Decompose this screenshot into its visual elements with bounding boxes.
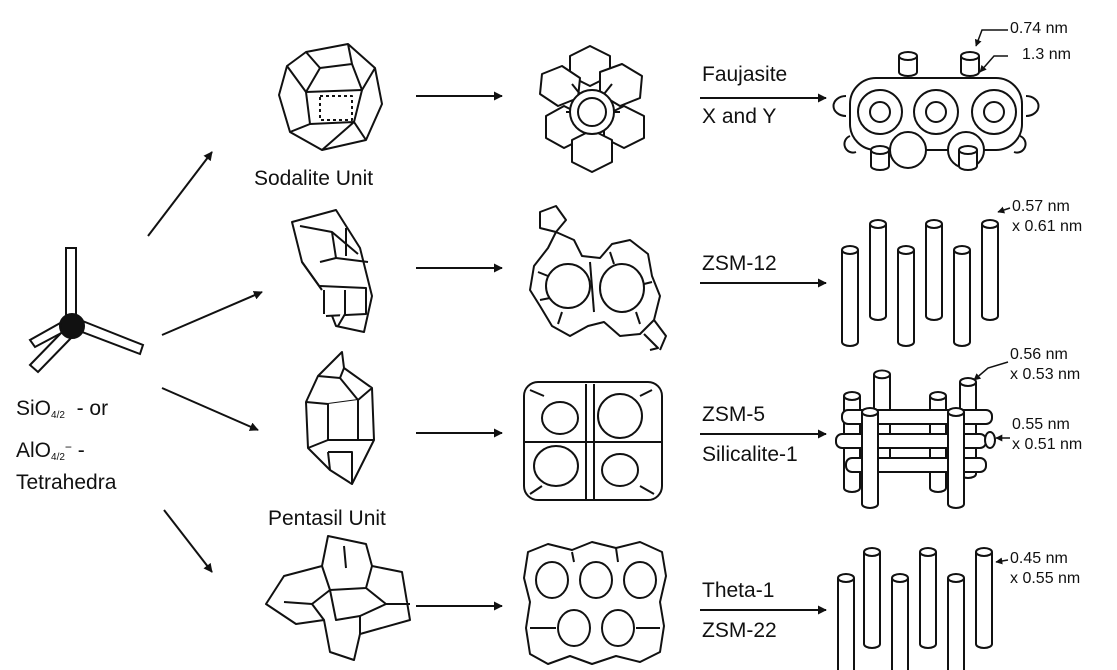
dimension-zsm-5-straight-b: x 0.53 nm: [1010, 366, 1081, 383]
arrow-to-pentasil: [161, 387, 259, 431]
dimension-zsm-12-b: x 0.61 nm: [1012, 218, 1083, 235]
tetrahedra-label-line-3: Tetrahedra: [16, 471, 117, 494]
cancrinite-unit-icon: [291, 209, 373, 333]
dimension-zsm-5-sinusoidal-a: 0.55 nm: [1012, 416, 1070, 433]
pentasil-unit-label: Pentasil Unit: [268, 507, 386, 530]
dimension-theta-1-a: 0.45 nm: [1010, 550, 1068, 567]
dimension-zsm-5-straight-a: 0.56 nm: [1010, 346, 1068, 363]
zsm-5-dimension-callouts: [973, 361, 1010, 442]
dimension-zsm-5-sinusoidal-b: x 0.51 nm: [1012, 436, 1083, 453]
zsm-5-framework-icon: [523, 381, 663, 501]
zsm-5-channels-icon: [835, 369, 996, 509]
zeolite-label-x-and-y: X and Y: [702, 105, 777, 128]
tetrahedra-label-line-2: AlO4/2− -: [16, 439, 85, 463]
arrows-from-tetrahedra: [147, 151, 263, 573]
dimension-theta-1-b: x 0.55 nm: [1010, 570, 1081, 587]
theta-1-channels-icon: [837, 547, 993, 670]
zsm-12-framework-icon: [529, 205, 667, 351]
building-unit-4-icon: [265, 535, 411, 661]
dimension-zsm-12-a: 0.57 nm: [1012, 198, 1070, 215]
dimension-faujasite-cage: 1.3 nm: [1022, 46, 1071, 63]
zeolite-label-silicalite-1: Silicalite-1: [702, 443, 798, 466]
arrow-to-unit-4: [163, 509, 213, 573]
arrow-to-unit-2: [161, 291, 263, 336]
theta-1-framework-icon: [523, 541, 667, 665]
theta-1-dimension-callout: [995, 557, 1009, 565]
zeolite-label-faujasite: Faujasite: [702, 63, 788, 86]
dimension-faujasite-window: 0.74 nm: [1010, 20, 1068, 37]
faujasite-dimension-callouts: [974, 29, 1008, 73]
zeolite-label-zsm-5: ZSM-5: [702, 403, 765, 426]
zeolite-label-theta-1: Theta-1: [702, 579, 775, 602]
tetrahedra-label-line-1: SiO4/2 - or: [16, 397, 109, 421]
sodalite-unit-icon: [278, 43, 383, 151]
zeolite-label-zsm-22: ZSM-22: [702, 619, 777, 642]
arrows-to-frameworks: [416, 91, 503, 611]
arrow-to-sodalite: [147, 151, 213, 237]
zsm-12-channels-icon: [841, 219, 999, 347]
faujasite-pore-network-icon: [832, 51, 1040, 171]
sodalite-unit-label: Sodalite Unit: [254, 167, 374, 190]
arrows-to-channels: [700, 93, 827, 615]
faujasite-framework-icon: [539, 45, 645, 173]
tetrahedron-icon: [28, 247, 145, 374]
pentasil-unit-icon: [305, 351, 375, 485]
zsm-12-dimension-callout: [997, 206, 1011, 214]
zeolite-label-zsm-12: ZSM-12: [702, 252, 777, 275]
